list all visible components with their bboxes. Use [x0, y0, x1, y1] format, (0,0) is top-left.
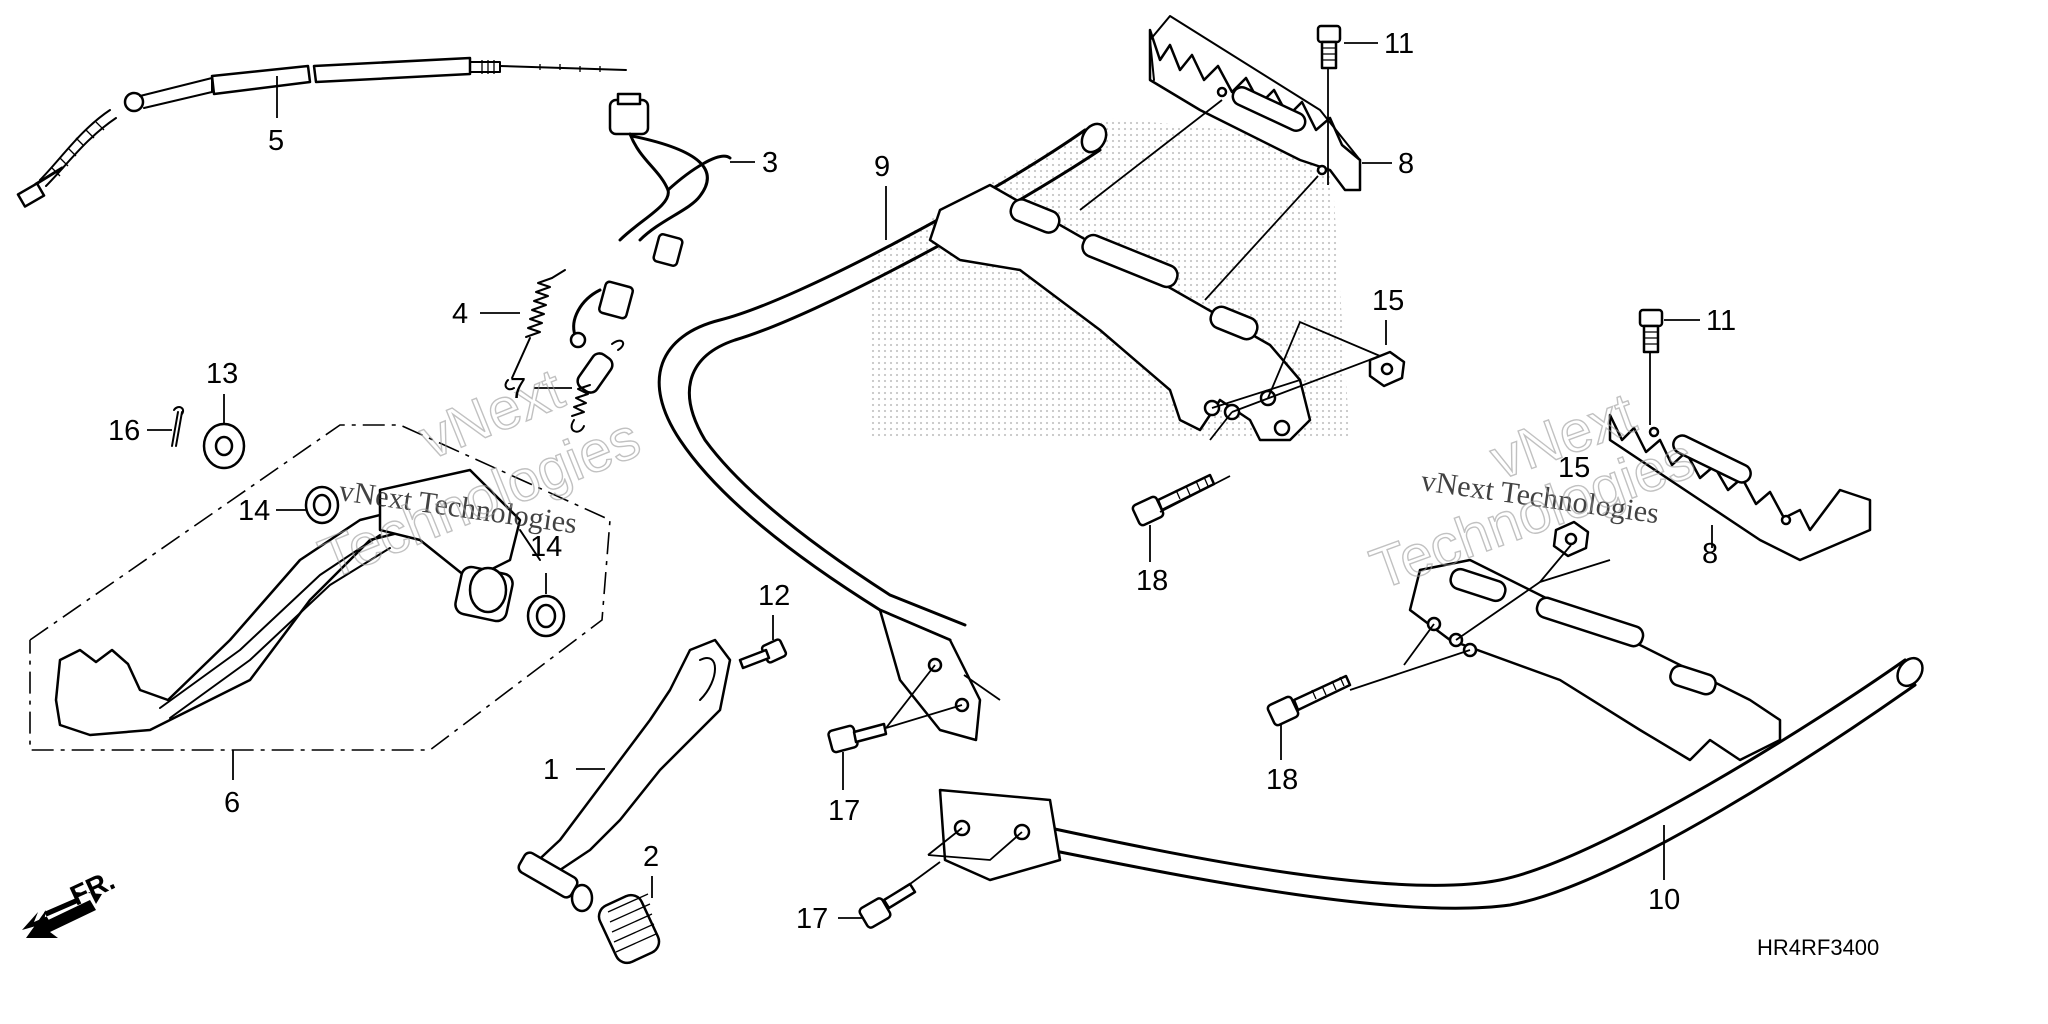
callout-16: 16: [108, 415, 140, 447]
callout-10: 10: [1648, 884, 1680, 916]
brake-switch-harness-part[interactable]: [569, 92, 732, 349]
pedal-rubber-part[interactable]: [595, 891, 663, 967]
callout-1: 1: [543, 754, 559, 786]
callout-15: 15: [1558, 452, 1590, 484]
callout-9: 9: [874, 151, 890, 183]
return-spring-part[interactable]: [504, 269, 566, 391]
brake-pedal-assembly-part[interactable]: [29, 424, 611, 751]
bolt-part-11-lower[interactable]: [1638, 308, 1664, 354]
callout-7: 7: [510, 373, 526, 405]
callout-18: 18: [1136, 565, 1168, 597]
callout-2: 2: [643, 841, 659, 873]
bolt-part-11-upper[interactable]: [1316, 24, 1342, 70]
callout-11: 11: [1384, 28, 1414, 60]
callout-3: 3: [762, 147, 778, 179]
callout-14: 14: [530, 531, 562, 563]
footpeg-part-lower[interactable]: [1608, 413, 1872, 562]
brake-cable-part[interactable]: [16, 56, 627, 208]
callout-15: 15: [1372, 285, 1404, 317]
washer-part[interactable]: [202, 422, 246, 470]
footpeg-part-upper[interactable]: [1148, 15, 1362, 192]
callout-13: 13: [206, 358, 238, 390]
bolt-part-17-lower[interactable]: [858, 882, 917, 929]
callout-5: 5: [268, 125, 284, 157]
right-step-bar-part[interactable]: [938, 558, 1928, 910]
callout-8: 8: [1702, 538, 1718, 570]
drawing-code: HR4RF3400: [1757, 935, 1879, 960]
callout-6: 6: [224, 787, 240, 819]
callout-8: 8: [1398, 148, 1414, 180]
nut-part-15-upper[interactable]: [1368, 350, 1406, 388]
bolt-part-18-lower[interactable]: [1266, 674, 1352, 727]
callout-4: 4: [452, 298, 468, 330]
brake-pedal-arm-part[interactable]: [517, 638, 732, 913]
cotter-pin-part[interactable]: [171, 406, 184, 447]
callout-labels: 5 3 4 7 13 16 14 14 6 9 11 8 15 18 11 15…: [108, 28, 1736, 935]
front-direction-indicator: FR.: [22, 864, 119, 938]
bolt-part-17-upper[interactable]: [827, 722, 888, 754]
leader-lines: [147, 42, 1713, 919]
bolt-part-18-upper[interactable]: [1131, 473, 1216, 527]
callout-17: 17: [796, 903, 828, 935]
nut-part-15-lower[interactable]: [1552, 520, 1590, 558]
bolt-part-12[interactable]: [738, 638, 788, 670]
callout-12: 12: [758, 580, 790, 612]
callout-14: 14: [238, 495, 270, 527]
switch-spring-part[interactable]: [570, 339, 625, 433]
callout-17: 17: [828, 795, 860, 827]
bushing-part-left[interactable]: [304, 485, 340, 525]
bushing-part-right[interactable]: [526, 594, 566, 638]
callout-11: 11: [1706, 305, 1736, 337]
callout-18: 18: [1266, 764, 1298, 796]
